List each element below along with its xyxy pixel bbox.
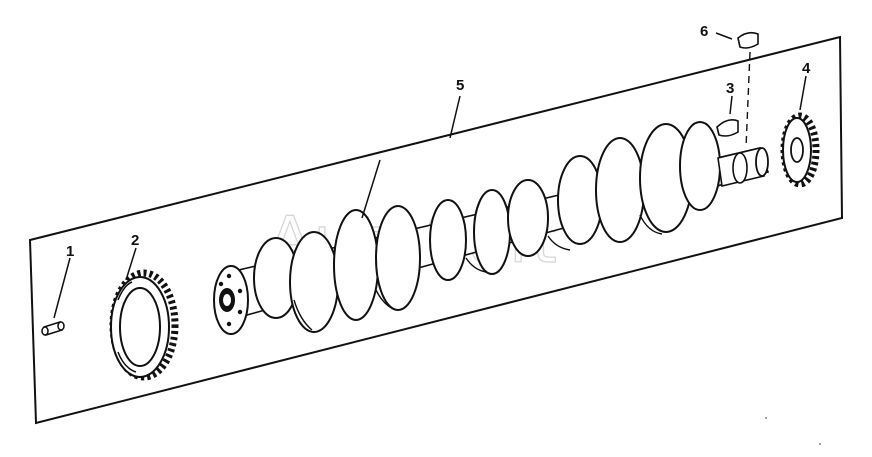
callout-4: 4 <box>802 60 811 77</box>
leader-line-2 <box>125 247 137 281</box>
crank-web <box>507 179 549 257</box>
leader-line-3 <box>729 95 733 115</box>
crank-web <box>289 231 339 333</box>
callout-2: 2 <box>131 232 139 249</box>
crankshaft <box>213 121 770 335</box>
crankshaft-rear-snout <box>755 147 769 177</box>
leader-line-5b <box>361 159 381 219</box>
crank-web <box>473 189 511 275</box>
crank-web <box>679 121 721 211</box>
crank-web <box>333 209 379 321</box>
assembly-guide-line <box>745 51 751 149</box>
leader-line-6 <box>715 32 733 40</box>
crank-web <box>595 137 645 243</box>
callout-5: 5 <box>456 77 464 94</box>
crank-web <box>557 155 603 245</box>
crankshaft-gear <box>109 269 179 381</box>
crank-web <box>375 205 421 311</box>
key-piece <box>737 31 759 49</box>
callout-6: 6 <box>700 23 708 40</box>
scan-speck <box>765 417 767 419</box>
callout-3: 3 <box>726 80 734 97</box>
callout-1: 1 <box>66 243 74 260</box>
leader-line-1 <box>53 257 71 319</box>
woodruff-key <box>716 119 739 137</box>
small-gear <box>780 112 820 188</box>
scan-speck <box>819 443 821 445</box>
leader-line-4 <box>799 75 807 111</box>
dowel-pin <box>41 321 65 336</box>
leader-line-5a <box>449 95 461 139</box>
crank-web <box>429 199 467 281</box>
